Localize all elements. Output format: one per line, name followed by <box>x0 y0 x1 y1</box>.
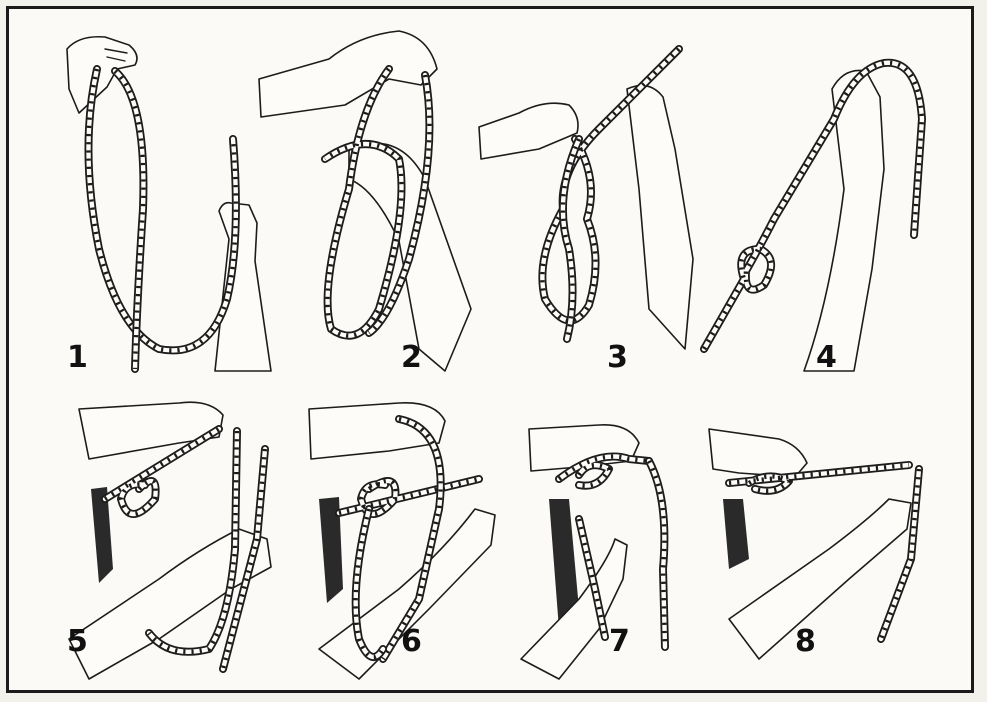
rope <box>704 63 922 349</box>
rope <box>88 69 235 369</box>
step-8-illustration <box>699 389 974 689</box>
step-panel-8: 8 <box>699 389 974 689</box>
step-panel-3: 3 <box>479 9 704 389</box>
step-panel-6: 6 <box>299 389 519 689</box>
step-number: 3 <box>607 343 628 373</box>
diagram-frame: 1 2 <box>6 6 974 693</box>
step-panel-2: 2 <box>249 9 479 389</box>
step-number: 6 <box>401 627 422 657</box>
step-number: 7 <box>609 627 630 657</box>
step-2-illustration <box>249 9 479 389</box>
step-number: 8 <box>795 627 816 657</box>
step-number: 2 <box>401 343 422 373</box>
step-number: 4 <box>816 343 837 373</box>
step-1-illustration <box>9 9 249 389</box>
step-panel-1: 1 <box>9 9 249 389</box>
step-4-illustration <box>704 9 974 389</box>
step-number: 1 <box>67 343 88 373</box>
step-number: 5 <box>67 627 88 657</box>
step-panel-7: 7 <box>519 389 699 689</box>
step-panel-4: 4 <box>704 9 974 389</box>
step-panel-5: 5 <box>9 389 299 689</box>
step-3-illustration <box>479 9 704 389</box>
step-5-illustration <box>9 389 299 689</box>
